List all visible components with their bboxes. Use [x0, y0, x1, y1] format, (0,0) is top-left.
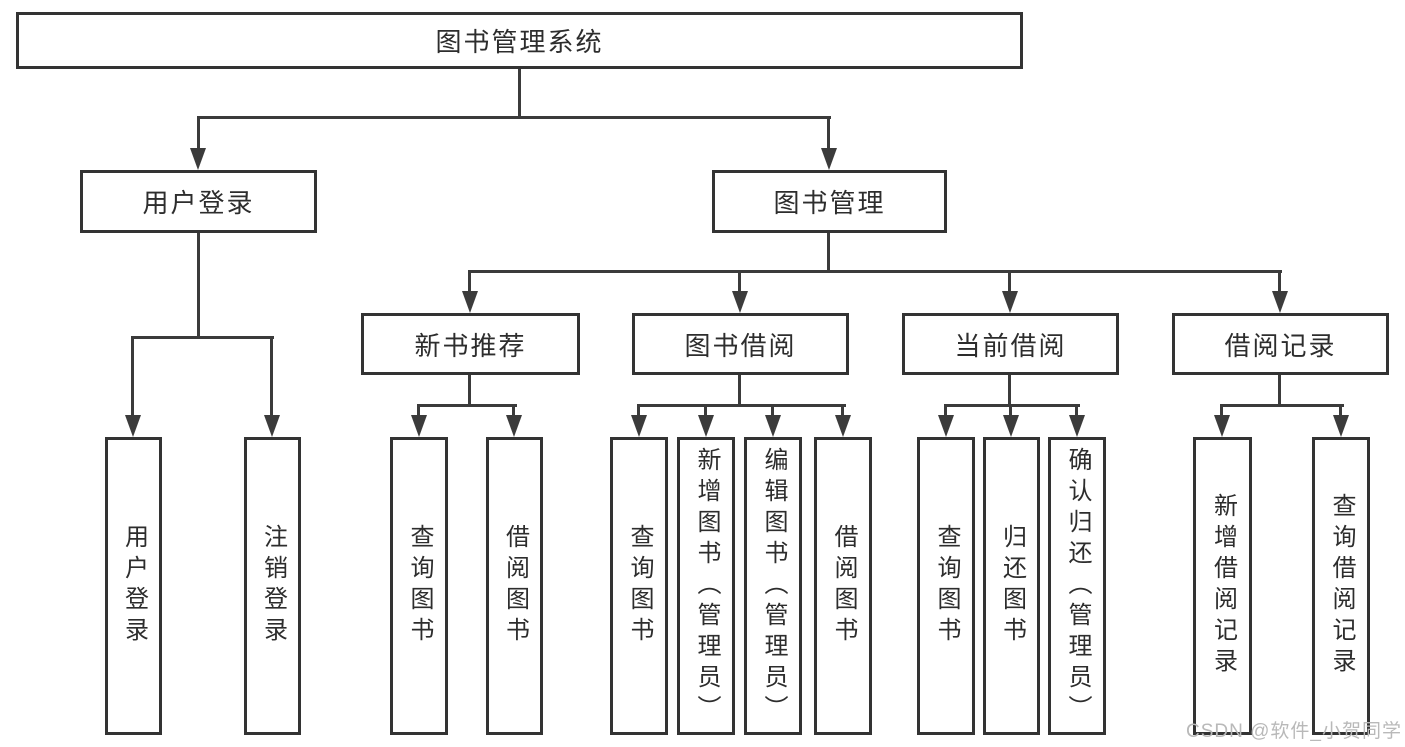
leaf-label: 借阅图书 [830, 524, 857, 648]
leaf-add-borrow-record: 新增借阅记录 [1193, 437, 1252, 735]
connector-line-vertical [1009, 404, 1012, 419]
arrow-down-icon [835, 415, 851, 437]
node-new-book-recommend: 新书推荐 [361, 313, 580, 375]
connector-line-vertical [637, 404, 640, 419]
connector-line-horizontal [637, 404, 846, 407]
connector-line-vertical [270, 336, 273, 417]
connector-line-horizontal [131, 336, 274, 339]
leaf-label: 查询图书 [933, 524, 960, 648]
arrow-down-icon [765, 415, 781, 437]
node-book-management: 图书管理 [712, 170, 947, 233]
arrow-down-icon [264, 415, 280, 437]
leaf-confirm-return-admin: 确认归还（管理员） [1048, 437, 1106, 735]
leaf-borrow-books-1: 借阅图书 [486, 437, 543, 735]
arrow-down-icon [411, 415, 427, 437]
leaf-label: 注销登录 [259, 524, 287, 648]
connector-line-vertical [704, 404, 707, 419]
leaf-label: 确认归还（管理员） [1064, 446, 1091, 726]
connector-line-horizontal [417, 404, 517, 407]
leaf-edit-books-admin: 编辑图书（管理员） [744, 437, 802, 735]
arrow-down-icon [125, 415, 141, 437]
leaf-label: 新增借阅记录 [1209, 493, 1237, 679]
arrow-down-icon [698, 415, 714, 437]
connector-line-vertical [1008, 375, 1011, 406]
connector-line-horizontal [1220, 404, 1344, 407]
connector-line-vertical [512, 404, 515, 419]
connector-line-vertical [1220, 404, 1223, 419]
connector-line-vertical [738, 270, 741, 293]
connector-line-vertical [1278, 270, 1281, 293]
arrow-down-icon [821, 148, 837, 170]
leaf-label: 归还图书 [998, 524, 1026, 648]
arrow-down-icon [938, 415, 954, 437]
node-book-borrowing: 图书借阅 [632, 313, 849, 375]
connector-line-vertical [197, 233, 200, 338]
connector-line-vertical [1278, 375, 1281, 406]
node-user-login: 用户登录 [80, 170, 317, 233]
connector-line-vertical [468, 375, 471, 406]
arrow-down-icon [462, 291, 478, 313]
leaf-query-books-3: 查询图书 [917, 437, 975, 735]
connector-line-vertical [417, 404, 420, 419]
arrow-down-icon [506, 415, 522, 437]
connector-line-vertical [827, 116, 830, 148]
leaf-label: 编辑图书（管理员） [760, 446, 787, 726]
arrow-down-icon [190, 148, 206, 170]
leaf-label: 借阅图书 [501, 524, 529, 648]
arrow-down-icon [1333, 415, 1349, 437]
leaf-logout: 注销登录 [244, 437, 301, 735]
arrow-down-icon [1003, 415, 1019, 437]
leaf-label: 新增图书（管理员） [693, 446, 720, 726]
leaf-label: 用户登录 [120, 524, 148, 648]
connector-line-vertical [1339, 404, 1342, 419]
connector-line-vertical [468, 270, 471, 293]
connector-line-vertical [841, 404, 844, 419]
leaf-query-books-1: 查询图书 [390, 437, 448, 735]
arrow-down-icon [732, 291, 748, 313]
connector-line-vertical [827, 233, 830, 272]
connector-line-vertical [771, 404, 774, 419]
leaf-borrow-books-2: 借阅图书 [814, 437, 872, 735]
leaf-label: 查询借阅记录 [1328, 493, 1355, 679]
connector-line-horizontal [197, 116, 831, 119]
csdn-watermark: CSDN @软件_小贺同学 [1186, 721, 1402, 742]
arrow-down-icon [631, 415, 647, 437]
connector-line-horizontal [944, 404, 1080, 407]
node-borrowing-records: 借阅记录 [1172, 313, 1389, 375]
leaf-query-borrow-record: 查询借阅记录 [1312, 437, 1370, 735]
leaf-add-books-admin: 新增图书（管理员） [677, 437, 735, 735]
connector-line-vertical [1075, 404, 1078, 419]
connector-line-horizontal [468, 270, 1282, 273]
leaf-query-books-2: 查询图书 [610, 437, 668, 735]
leaf-label: 查询图书 [406, 524, 433, 648]
arrow-down-icon [1002, 291, 1018, 313]
arrow-down-icon [1272, 291, 1288, 313]
leaf-label: 查询图书 [626, 524, 653, 648]
connector-line-vertical [131, 336, 134, 417]
leaf-return-books: 归还图书 [983, 437, 1040, 735]
node-root-library-system: 图书管理系统 [16, 12, 1023, 69]
connector-line-vertical [944, 404, 947, 419]
node-current-borrowing: 当前借阅 [902, 313, 1119, 375]
arrow-down-icon [1069, 415, 1085, 437]
connector-line-vertical [197, 116, 200, 148]
connector-line-vertical [1008, 270, 1011, 293]
leaf-user-login: 用户登录 [105, 437, 162, 735]
connector-line-vertical [738, 375, 741, 406]
connector-line-vertical [518, 69, 521, 118]
arrow-down-icon [1214, 415, 1230, 437]
